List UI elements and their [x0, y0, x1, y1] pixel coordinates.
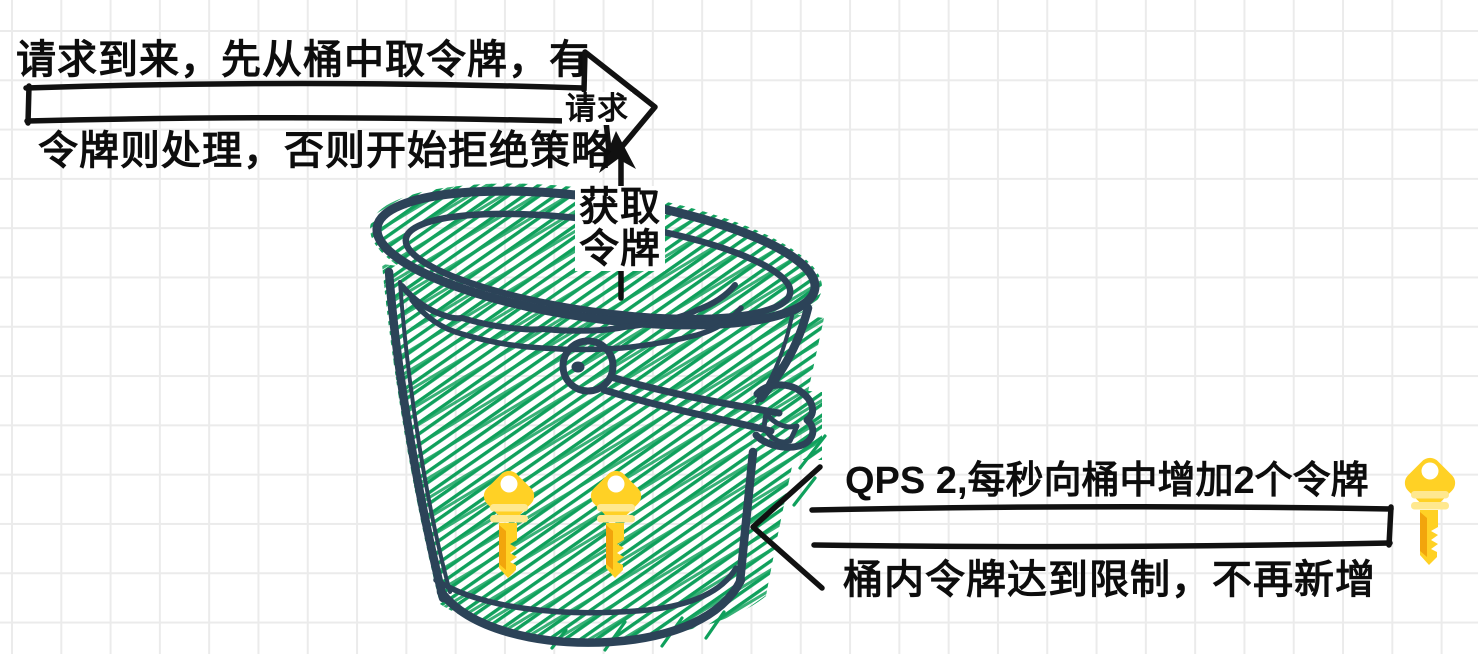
note-request-flow-line2: 令牌则处理，否则开始拒绝策略 — [38, 129, 612, 173]
key-icon — [1400, 453, 1460, 565]
request-arrow-label: 请求 — [562, 92, 632, 125]
handle-pivot — [571, 361, 585, 373]
request-arrow — [23, 49, 658, 164]
note-request-flow-line1: 请求到来，先从桶中取令牌，有 — [16, 38, 590, 82]
acquire-token-label-line2: 令牌 — [579, 227, 661, 272]
refill-arrow — [750, 464, 1394, 591]
note-bucket-limit: 桶内令牌达到限制，不再新增 — [843, 558, 1376, 602]
note-refill-rate: QPS 2,每秒向桶中增加2个令牌 — [845, 460, 1369, 502]
acquire-token-label: 获取 令牌 — [575, 186, 665, 271]
acquire-token-label-line1: 获取 — [579, 185, 661, 229]
